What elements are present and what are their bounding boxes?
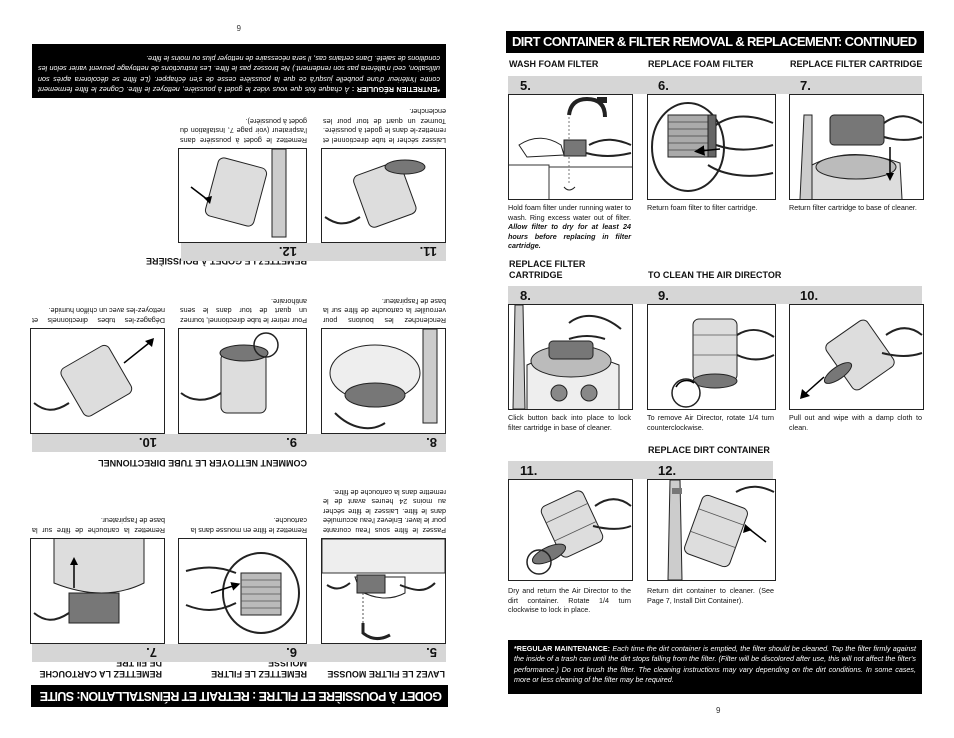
fr-header-wash: LAVEZ LE FILTRE MOUSSE <box>327 669 445 679</box>
french-page-title: GODET À POUSSIÈRE ET FILTRE : RETRAIT ET… <box>31 685 448 707</box>
maintenance-text: Each time the dirt container is emptied,… <box>514 644 916 685</box>
foam-filter-illustration <box>185 552 300 634</box>
step-9-caption: To remove Air Director, rotate 1/4 turn … <box>647 413 774 432</box>
fr-step-7-number: 7. <box>146 645 157 660</box>
french-page-rotated: GODET À POUSSIÈRE ET FILTRE : RETRAIT ET… <box>30 23 448 707</box>
fr-step-10-number: 10. <box>138 435 157 450</box>
fr-step-9-caption: Pour retirer le tube directionnel, tourn… <box>180 296 307 325</box>
header-wash-foam-filter: WASH FOAM FILTER <box>509 59 599 69</box>
header-replace-filter-cartridge-2-line2: CARTRIDGE <box>509 270 563 280</box>
english-page-title: DIRT CONTAINER & FILTER REMOVAL & REPLAC… <box>506 31 924 53</box>
step-11-caption: Dry and return the Air Director to the d… <box>508 586 631 615</box>
click-button-illustration <box>512 305 622 409</box>
fr-maintenance-box: *ENTRETIEN RÉGULIER : À chaque fois que … <box>32 44 446 98</box>
step-9-illustration <box>647 304 776 410</box>
header-replace-dirt-container: REPLACE DIRT CONTAINER <box>648 445 770 455</box>
fr-step-bar-row2 <box>32 434 446 452</box>
fr-step-6-number: 6. <box>286 645 297 660</box>
fr-step-8-illustration <box>321 328 446 434</box>
step-10-illustration <box>789 304 924 410</box>
header-replace-filter-cartridge-2: REPLACE FILTER CARTRIDGE <box>509 259 639 281</box>
step-5-caption: Hold foam filter under running water to … <box>508 203 631 251</box>
fr-page-number: 6 <box>236 23 241 32</box>
pull-out-illustration <box>33 338 154 417</box>
step-bar-row3 <box>508 461 773 479</box>
fr-step-5-caption: Passez le filtre sous l'eau courante pou… <box>323 487 446 535</box>
fr-step-11-illustration <box>321 148 446 243</box>
french-page: GODET À POUSSIÈRE ET FILTRE : RETRAIT ET… <box>30 23 448 707</box>
cartridge-to-base-illustration <box>799 114 923 199</box>
step-7-number: 7. <box>800 78 811 93</box>
step-5-caption-text: Hold foam filter under running water to … <box>508 203 631 222</box>
fr-step-7-illustration <box>30 538 165 644</box>
fr-step-6-caption: Remettez le filtre en mousse dans la car… <box>190 516 307 535</box>
return-dirt-container-illustration <box>667 480 775 580</box>
return-air-director-illustration <box>526 490 632 575</box>
step-6-caption: Return foam filter to filter cartridge. <box>647 203 758 212</box>
header-replace-filter-cartridge: REPLACE FILTER CARTRIDGE <box>790 59 923 69</box>
step-7-caption: Return filter cartridge to base of clean… <box>789 203 917 212</box>
fr-header-clean-director: COMMENT NETTOYER LE TUBE DIRECTIONNEL <box>98 458 307 468</box>
faucet-illustration <box>322 539 445 640</box>
air-director-rotate-illustration <box>180 332 279 414</box>
step-10-caption: Pull out and wipe with a damp cloth to c… <box>789 413 922 432</box>
fr-step-8-number: 8. <box>426 435 437 450</box>
fr-step-10-caption: Dégagez-les tubes directionnels et netto… <box>32 306 165 325</box>
maintenance-label: *REGULAR MAINTENANCE: <box>514 644 611 653</box>
filter-cartridge-illustration <box>33 539 145 624</box>
step-8-caption: Click button back into place to lock fil… <box>508 413 631 432</box>
fr-step-8-caption: Renclenchez les boutons pour verrouiller… <box>323 296 446 325</box>
fr-step-9-illustration <box>178 328 307 434</box>
header-clean-air-director: TO CLEAN THE AIR DIRECTOR <box>648 270 782 280</box>
rotate-air-director-illustration <box>671 318 775 408</box>
fr-step-10-illustration <box>30 328 165 434</box>
step-5-number: 5. <box>520 78 531 93</box>
fr-step-11-caption: Laissez sécher le tube directionnel et r… <box>323 107 446 145</box>
faucet-water-illustration <box>509 96 632 199</box>
fr-step-5-number: 5. <box>426 645 437 660</box>
step-7-illustration <box>789 94 924 200</box>
fr-step-bar-row3 <box>181 243 446 261</box>
fr-step-6-illustration <box>178 538 307 644</box>
step-11-number: 11. <box>520 463 538 478</box>
step-6-number: 6. <box>658 78 669 93</box>
fr-step-12-illustration <box>178 148 307 243</box>
fr-step-bar-row1 <box>32 644 446 662</box>
step-bar-row2 <box>508 286 922 304</box>
english-page: DIRT CONTAINER & FILTER REMOVAL & REPLAC… <box>477 0 954 738</box>
step-bar-row1 <box>508 76 922 94</box>
fr-maintenance-label: *ENTRETIEN RÉGULIER : <box>351 85 440 94</box>
step-8-number: 8. <box>520 288 531 303</box>
step-9-number: 9. <box>658 288 669 303</box>
fr-step-5-illustration <box>321 538 446 644</box>
fr-step-9-number: 9. <box>286 435 297 450</box>
maintenance-box: *REGULAR MAINTENANCE: Each time the dirt… <box>508 640 922 694</box>
header-replace-foam-filter: REPLACE FOAM FILTER <box>648 59 754 69</box>
return-container-illustration <box>190 149 287 238</box>
page-number: 9 <box>716 706 721 715</box>
step-5-illustration <box>508 94 633 200</box>
foam-filter-into-cartridge-illustration <box>651 102 774 192</box>
header-replace-filter-cartridge-2-line1: REPLACE FILTER <box>509 259 586 269</box>
step-12-number: 12. <box>658 463 677 478</box>
step-12-illustration <box>647 479 776 581</box>
pull-out-wipe-illustration <box>800 319 923 399</box>
dry-return-illustration <box>324 159 426 228</box>
step-12-caption: Return dirt container to cleaner. (See P… <box>647 586 774 605</box>
step-5-caption-emphasis: Allow filter to dry for at least 24 hour… <box>508 222 631 251</box>
fr-step-12-caption: Remettez le godet à poussière dans l'asp… <box>180 116 307 145</box>
step-6-illustration <box>647 94 776 200</box>
fr-step-11-number: 11. <box>419 244 437 259</box>
step-11-illustration <box>508 479 633 581</box>
fr-step-12-number: 12. <box>278 244 297 259</box>
step-8-illustration <box>508 304 633 410</box>
vacuum-base-illustration <box>329 329 438 430</box>
step-10-number: 10. <box>800 288 819 303</box>
fr-step-7-caption: Remettez la cartouche de filtre sur la b… <box>32 516 165 535</box>
